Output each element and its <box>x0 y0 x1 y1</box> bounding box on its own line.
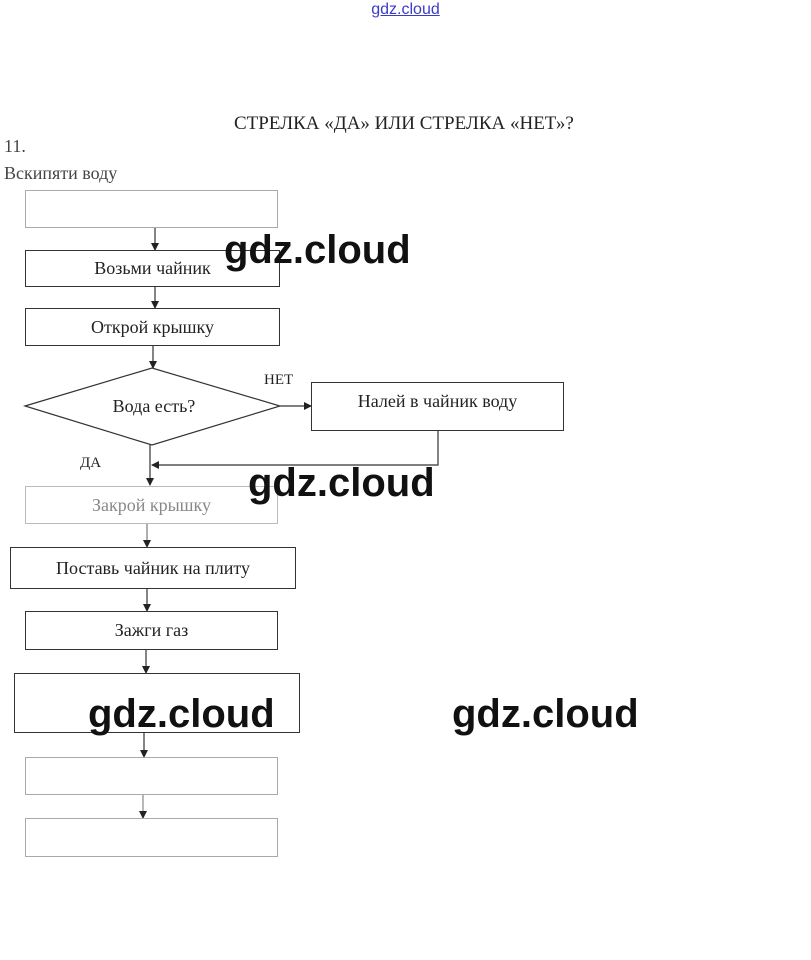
top-watermark-link[interactable]: gdz.cloud <box>371 1 440 18</box>
step-pour-water: Налей в чайник воду <box>311 382 564 431</box>
empty-step-box <box>25 818 278 857</box>
return-line <box>151 431 439 469</box>
step-open-lid: Открой крышку <box>25 308 280 346</box>
diagram-title: СТРЕЛКА «ДА» ИЛИ СТРЕЛКА «НЕТ»? <box>234 113 574 134</box>
label-yes: ДА <box>80 455 102 471</box>
step-take-kettle: Возьми чайник <box>25 250 280 287</box>
step-put-on-stove: Поставь чайник на плиту <box>10 547 296 589</box>
empty-step-box <box>25 757 278 795</box>
decision-label: Вода есть? <box>112 395 196 416</box>
task-title: Вскипяти воду <box>4 163 118 183</box>
watermark: gdz.cloud <box>224 228 411 272</box>
watermark: gdz.cloud <box>452 692 639 736</box>
step-close-lid: Закрой крышку <box>25 486 278 524</box>
label-no: НЕТ <box>264 372 294 388</box>
task-number: 11. <box>4 136 26 156</box>
empty-step-box <box>14 673 300 733</box>
step-light-gas: Зажги газ <box>25 611 278 650</box>
watermark: gdz.cloud <box>248 461 435 505</box>
watermark: gdz.cloud <box>88 692 275 736</box>
empty-step-box <box>25 190 278 228</box>
